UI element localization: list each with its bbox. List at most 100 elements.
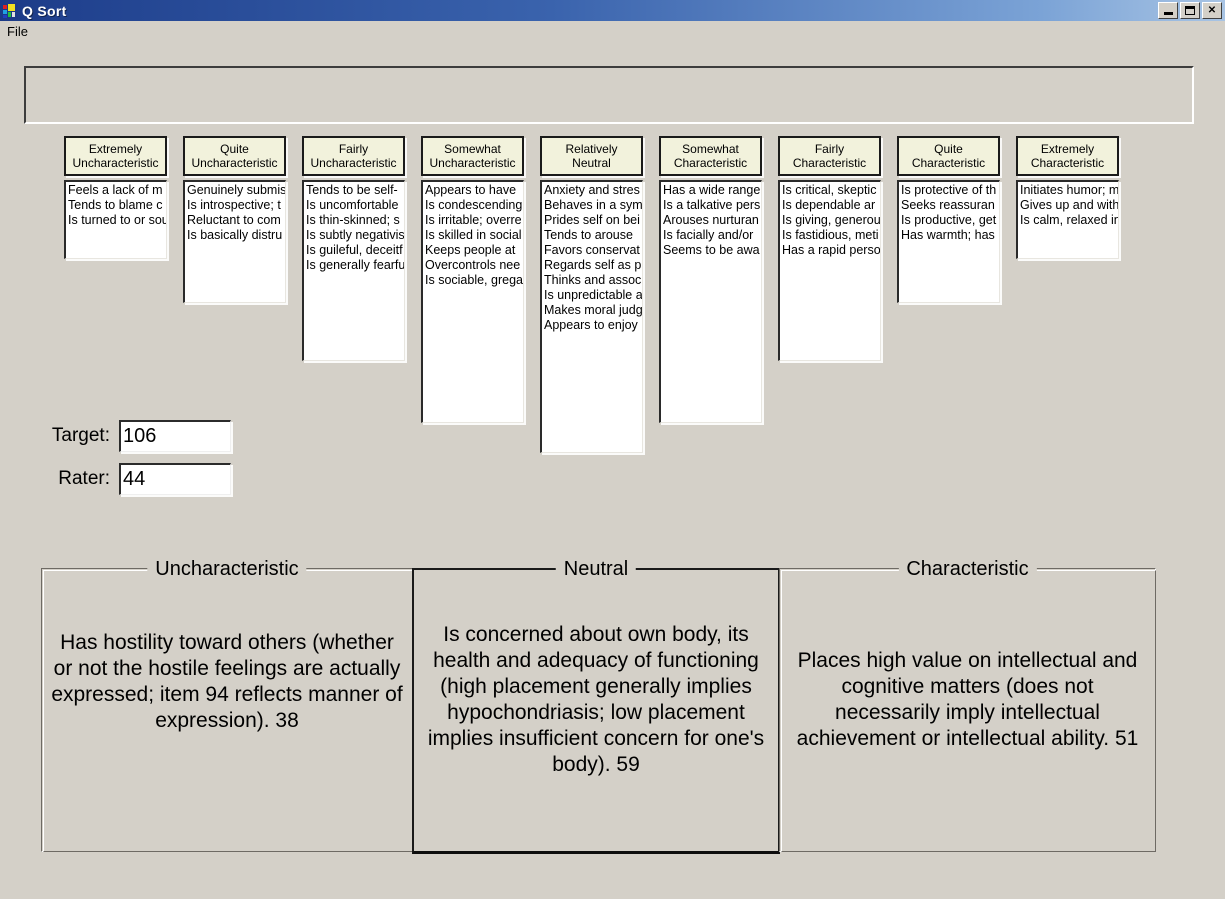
column-header[interactable]: Quite Characteristic [897, 136, 1000, 176]
column-header[interactable]: Quite Uncharacteristic [183, 136, 286, 176]
list-item[interactable]: Tends to arouse [544, 228, 633, 242]
list-item[interactable]: Is thin-skinned; s [306, 213, 400, 227]
column-listbox[interactable]: Is critical, skeptic Is dependable ar Is… [778, 180, 881, 361]
list-item[interactable]: Regards self as p [544, 258, 642, 272]
list-item[interactable]: Is condescending [425, 198, 523, 212]
list-item[interactable]: Has a rapid perso [782, 243, 880, 257]
column-listbox[interactable]: Feels a lack of m Tends to blame c Is tu… [64, 180, 167, 259]
list-item[interactable]: Is giving, generou [782, 213, 880, 227]
list-item[interactable]: Genuinely submis [187, 183, 285, 197]
column-header-line1: Fairly [814, 142, 845, 156]
list-item[interactable]: Is guileful, deceitf [306, 243, 403, 257]
list-item[interactable]: Tends to blame c [68, 198, 163, 212]
list-item[interactable]: Is irritable; overre [425, 213, 522, 227]
list-item[interactable]: Initiates humor; m [1020, 183, 1118, 197]
sort-column-extremely-characteristic: Extremely Characteristic Initiates humor… [1016, 136, 1119, 259]
column-listbox[interactable]: Is protective of th Seeks reassuran Is p… [897, 180, 1000, 303]
minimize-button[interactable] [1158, 2, 1178, 19]
list-item[interactable]: Appears to have [425, 183, 517, 197]
list-item[interactable]: Prides self on bei [544, 213, 640, 227]
column-header-line1: Relatively [565, 142, 618, 156]
list-item[interactable]: Favors conservat [544, 243, 640, 257]
sort-column-extremely-uncharacteristic: Extremely Uncharacteristic Feels a lack … [64, 136, 167, 259]
column-header[interactable]: Fairly Uncharacteristic [302, 136, 405, 176]
list-item[interactable]: Gives up and with [1020, 198, 1118, 212]
list-item[interactable]: Feels a lack of m [68, 183, 163, 197]
list-item[interactable]: Is skilled in social [425, 228, 522, 242]
rater-input[interactable] [119, 463, 231, 495]
list-item[interactable]: Has a wide range [663, 183, 761, 197]
column-header-line1: Extremely [1040, 142, 1095, 156]
list-item[interactable]: Is unpredictable a [544, 288, 642, 302]
list-item[interactable]: Appears to enjoy [544, 318, 638, 332]
list-item[interactable]: Is generally fearfu [306, 258, 404, 272]
maximize-icon [1181, 3, 1199, 18]
close-button[interactable]: ✕ [1202, 2, 1222, 19]
list-item[interactable]: Is fastidious, meti [782, 228, 879, 242]
column-header-line1: Quite [934, 142, 963, 156]
column-header-line1: Somewhat [682, 142, 739, 156]
groupbox-characteristic: Characteristic Places high value on inte… [779, 558, 1156, 852]
maximize-button[interactable] [1180, 2, 1200, 19]
groupbox-text[interactable]: Has hostility toward others (whether or … [51, 631, 403, 732]
list-item[interactable]: Is facially and/or [663, 228, 754, 242]
list-item[interactable]: Is a talkative pers [663, 198, 761, 212]
column-listbox[interactable]: Genuinely submis Is introspective; t Rel… [183, 180, 286, 303]
list-item[interactable]: Is protective of th [901, 183, 997, 197]
list-item[interactable]: Is basically distru [187, 228, 283, 242]
list-item[interactable]: Is dependable ar [782, 198, 876, 212]
list-item[interactable]: Is calm, relaxed in [1020, 213, 1118, 227]
list-item[interactable]: Is uncomfortable [306, 198, 399, 212]
list-item[interactable]: Anxiety and stres [544, 183, 640, 197]
list-item[interactable]: Is subtly negativis [306, 228, 404, 242]
list-item[interactable]: Reluctant to com [187, 213, 281, 227]
list-item[interactable]: Keeps people at [425, 243, 516, 257]
sort-column-somewhat-uncharacteristic: Somewhat Uncharacteristic Appears to hav… [421, 136, 524, 423]
column-listbox[interactable]: Anxiety and stres Behaves in a sym Pride… [540, 180, 643, 453]
target-input[interactable] [119, 420, 231, 452]
list-item[interactable]: Is turned to or sou [68, 213, 166, 227]
title-bar: Q Sort ✕ [0, 0, 1225, 21]
staging-panel[interactable] [24, 66, 1194, 124]
column-listbox[interactable]: Appears to have Is condescending Is irri… [421, 180, 524, 423]
list-item[interactable]: Tends to be self- [306, 183, 398, 197]
minimize-icon [1159, 3, 1177, 18]
column-header-line2: Neutral [572, 156, 611, 170]
list-item[interactable]: Behaves in a sym [544, 198, 642, 212]
list-item[interactable]: Arouses nurturan [663, 213, 759, 227]
list-item[interactable]: Makes moral judg [544, 303, 642, 317]
sort-column-quite-uncharacteristic: Quite Uncharacteristic Genuinely submis … [183, 136, 286, 303]
column-header-line1: Extremely [88, 142, 143, 156]
column-header-line2: Uncharacteristic [310, 156, 397, 170]
list-item[interactable]: Is introspective; t [187, 198, 281, 212]
column-header[interactable]: Extremely Uncharacteristic [64, 136, 167, 176]
menu-bar: File [0, 21, 1225, 42]
sort-column-fairly-characteristic: Fairly Characteristic Is critical, skept… [778, 136, 881, 361]
groupbox-text[interactable]: Is concerned about own body, its health … [427, 623, 765, 776]
list-item[interactable]: Is productive, get [901, 213, 997, 227]
groupbox-text[interactable]: Places high value on intellectual and co… [796, 649, 1139, 750]
column-header[interactable]: Somewhat Uncharacteristic [421, 136, 524, 176]
list-item[interactable]: Has warmth; has [901, 228, 995, 242]
list-item[interactable]: Seems to be awa [663, 243, 760, 257]
list-item[interactable]: Is sociable, grega [425, 273, 523, 287]
column-listbox[interactable]: Has a wide range Is a talkative pers Aro… [659, 180, 762, 423]
list-item[interactable]: Seeks reassuran [901, 198, 995, 212]
column-listbox[interactable]: Initiates humor; m Gives up and with Is … [1016, 180, 1119, 259]
list-item[interactable]: Thinks and assoc [544, 273, 642, 287]
list-item[interactable]: Overcontrols nee [425, 258, 521, 272]
list-item[interactable]: Is critical, skeptic [782, 183, 877, 197]
menu-item-file[interactable]: File [7, 24, 28, 39]
groupbox-legend: Characteristic [898, 558, 1037, 581]
app-icon [2, 2, 18, 19]
column-header[interactable]: Fairly Characteristic [778, 136, 881, 176]
column-listbox[interactable]: Tends to be self- Is uncomfortable Is th… [302, 180, 405, 361]
column-header-line2: Uncharacteristic [72, 156, 159, 170]
column-header[interactable]: Somewhat Characteristic [659, 136, 762, 176]
column-header[interactable]: Relatively Neutral [540, 136, 643, 176]
column-header-line2: Uncharacteristic [429, 156, 516, 170]
target-field-row: Target: [18, 420, 231, 452]
window-controls: ✕ [1158, 2, 1222, 19]
column-header-line2: Characteristic [1030, 156, 1105, 170]
column-header[interactable]: Extremely Characteristic [1016, 136, 1119, 176]
